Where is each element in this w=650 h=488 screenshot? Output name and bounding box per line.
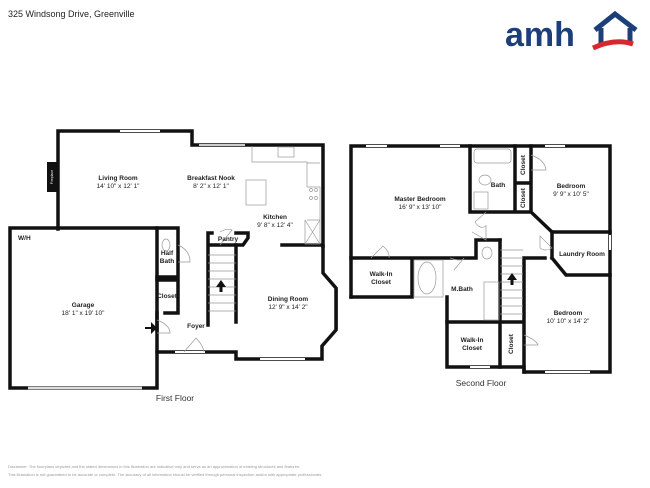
room-foyer: Foyer bbox=[187, 323, 205, 330]
room-pantry: Pantry bbox=[218, 236, 239, 243]
room-living-room-dims: 14' 10" x 12' 1" bbox=[97, 183, 141, 190]
room-closet-3: Closet bbox=[508, 333, 515, 354]
stair-up-arrow-icon bbox=[507, 273, 517, 285]
water-heater-label: W/H bbox=[18, 235, 31, 242]
fireplace bbox=[47, 162, 58, 192]
first-floor: Fireplace Living Room 14' 10" x 12' bbox=[8, 129, 338, 403]
room-walk-in-closet-2b: Closet bbox=[462, 345, 483, 352]
disclaimer-line-1: Disclaimer: The floorplans depicted and … bbox=[8, 464, 301, 469]
room-breakfast-nook-dims: 8' 2" x 12' 1" bbox=[193, 183, 229, 190]
room-dining-room: Dining Room bbox=[268, 296, 309, 303]
room-bedroom-1: Bedroom bbox=[557, 183, 586, 190]
room-walk-in-closet-2: Walk-In bbox=[461, 337, 484, 344]
room-bedroom-2: Bedroom bbox=[554, 310, 583, 317]
room-garage: Garage bbox=[72, 302, 95, 309]
room-closet: Closet bbox=[157, 293, 178, 300]
fireplace-label: Fireplace bbox=[50, 170, 54, 184]
room-breakfast-nook: Breakfast Nook bbox=[187, 175, 235, 182]
room-bath: Bath bbox=[491, 182, 505, 189]
second-floor-label: Second Floor bbox=[456, 378, 507, 388]
room-laundry-room: Laundry Room bbox=[559, 251, 605, 258]
room-walk-in-closet-1b: Closet bbox=[371, 279, 392, 286]
room-kitchen: Kitchen bbox=[263, 214, 287, 221]
second-floor: Master Bedroom 16' 9" x 13' 10" Bath Clo… bbox=[349, 144, 612, 388]
room-half-bath: Half bbox=[161, 250, 174, 257]
room-kitchen-dims: 9' 8" x 12' 4" bbox=[257, 222, 293, 229]
room-m-bath: M.Bath bbox=[451, 286, 473, 293]
amh-logo: amh bbox=[505, 10, 638, 53]
room-closet-2: Closet bbox=[520, 187, 527, 208]
room-living-room: Living Room bbox=[98, 175, 138, 182]
stair-up-arrow-icon bbox=[216, 280, 226, 292]
room-half-bath-2: Bath bbox=[160, 258, 174, 265]
disclaimer-line-2: This illustration is not guaranteed to b… bbox=[8, 472, 323, 477]
room-closet-1: Closet bbox=[520, 154, 527, 175]
room-master-bedroom-dims: 16' 9" x 13' 10" bbox=[399, 204, 443, 211]
entry-arrow-icon bbox=[145, 322, 157, 334]
room-bedroom-2-dims: 10' 10" x 14' 2" bbox=[547, 318, 591, 325]
room-walk-in-closet-1: Walk-In bbox=[370, 271, 393, 278]
property-address: 325 Windsong Drive, Greenville bbox=[8, 9, 135, 19]
room-bedroom-1-dims: 9' 9" x 10' 5" bbox=[553, 191, 589, 198]
first-floor-label: First Floor bbox=[156, 393, 194, 403]
room-garage-dims: 18' 1" x 19' 10" bbox=[62, 310, 106, 317]
room-master-bedroom: Master Bedroom bbox=[394, 196, 446, 203]
room-dining-room-dims: 12' 9" x 14' 2" bbox=[268, 304, 308, 311]
svg-text:amh: amh bbox=[505, 16, 575, 53]
